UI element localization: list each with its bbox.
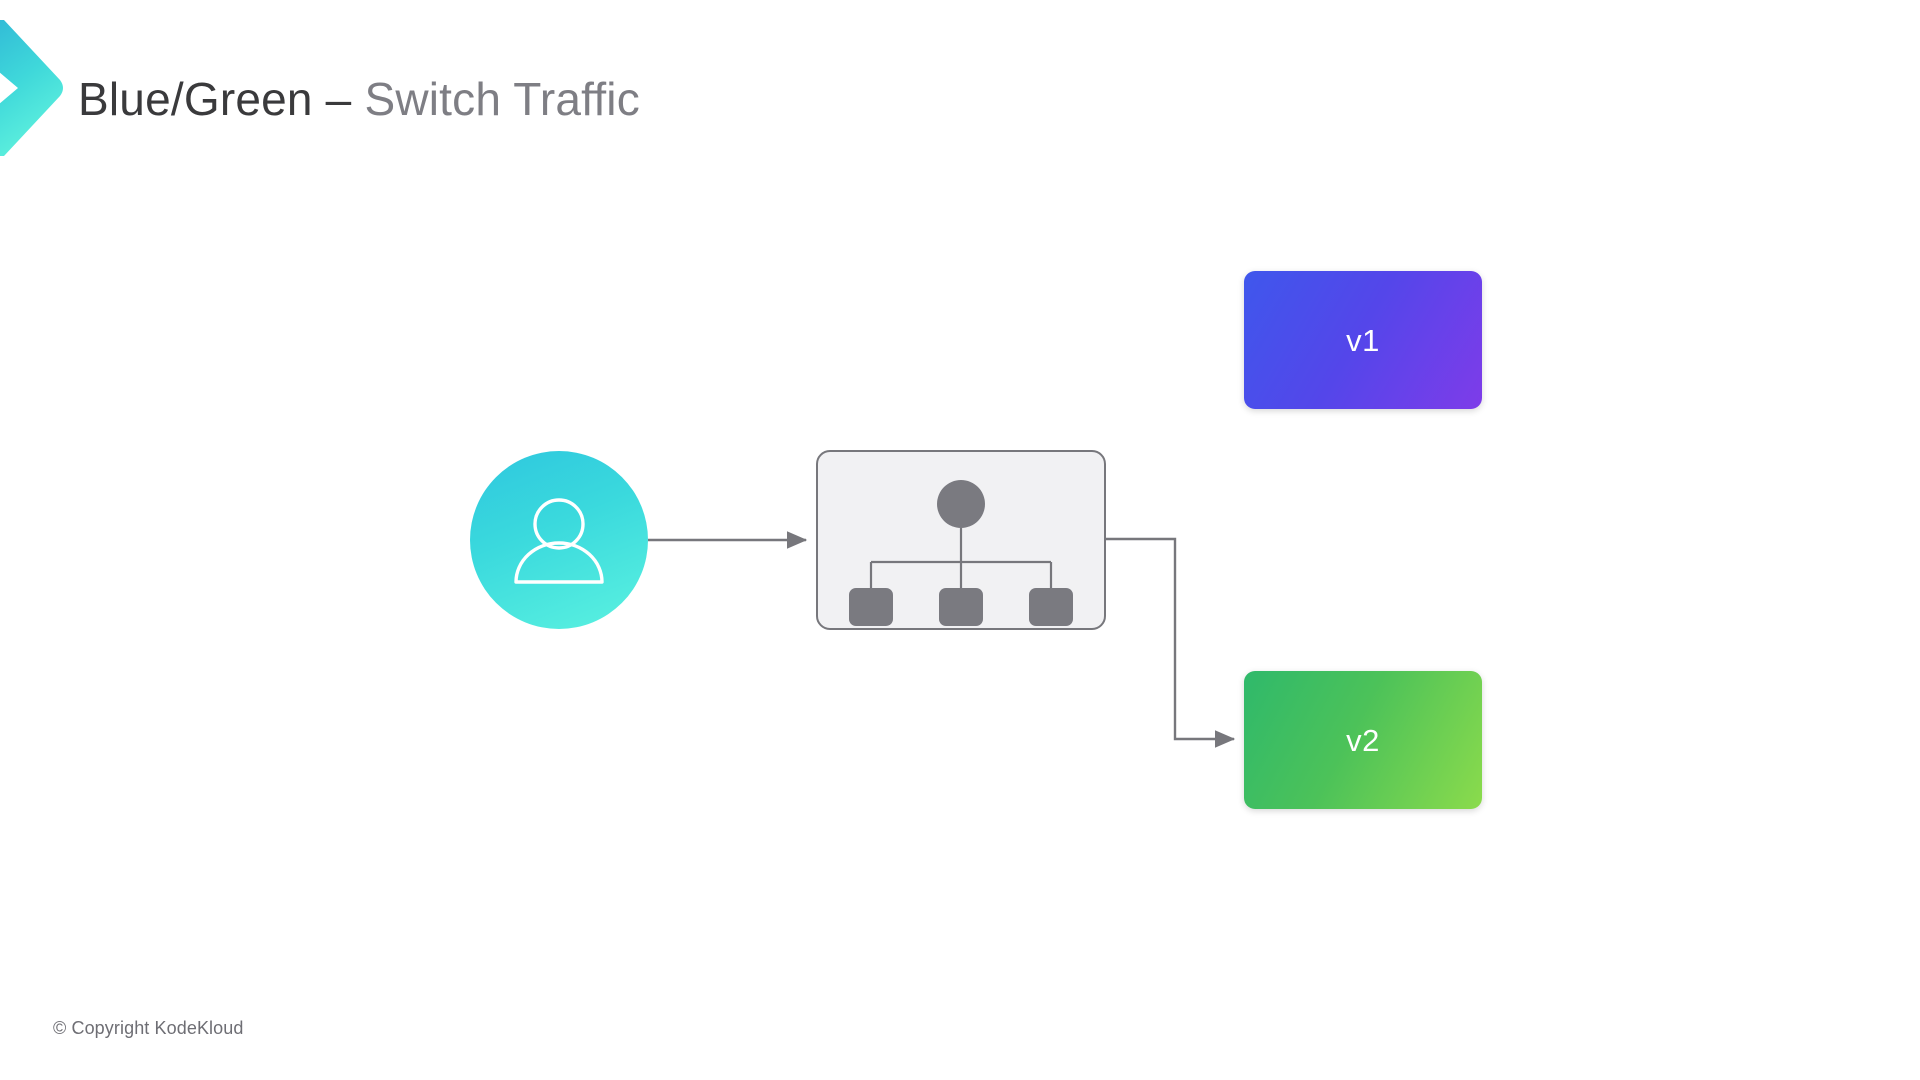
lb-server-box <box>1029 588 1073 626</box>
version-box-v2[interactable]: v2 <box>1244 671 1482 809</box>
slide-title: Blue/Green – Switch Traffic <box>78 70 640 128</box>
lb-server-box <box>939 588 983 626</box>
load-balancer-node[interactable] <box>816 450 1106 630</box>
kodekloud-chevron-logo-icon <box>0 18 66 158</box>
version-box-v1-label: v1 <box>1346 322 1380 358</box>
lb-master-node-icon <box>937 480 985 528</box>
slide-title-strong: Blue/Green – <box>78 73 365 125</box>
version-box-v1[interactable]: v1 <box>1244 271 1482 409</box>
connector-lb-to-v2 <box>1106 537 1236 748</box>
version-box-v2-label: v2 <box>1346 722 1380 758</box>
footer-copyright: © Copyright KodeKloud <box>53 1018 244 1038</box>
person-icon <box>514 498 604 584</box>
lb-server-box <box>849 588 893 626</box>
slide-title-light: Switch Traffic <box>364 73 640 125</box>
user-node[interactable] <box>470 451 648 629</box>
